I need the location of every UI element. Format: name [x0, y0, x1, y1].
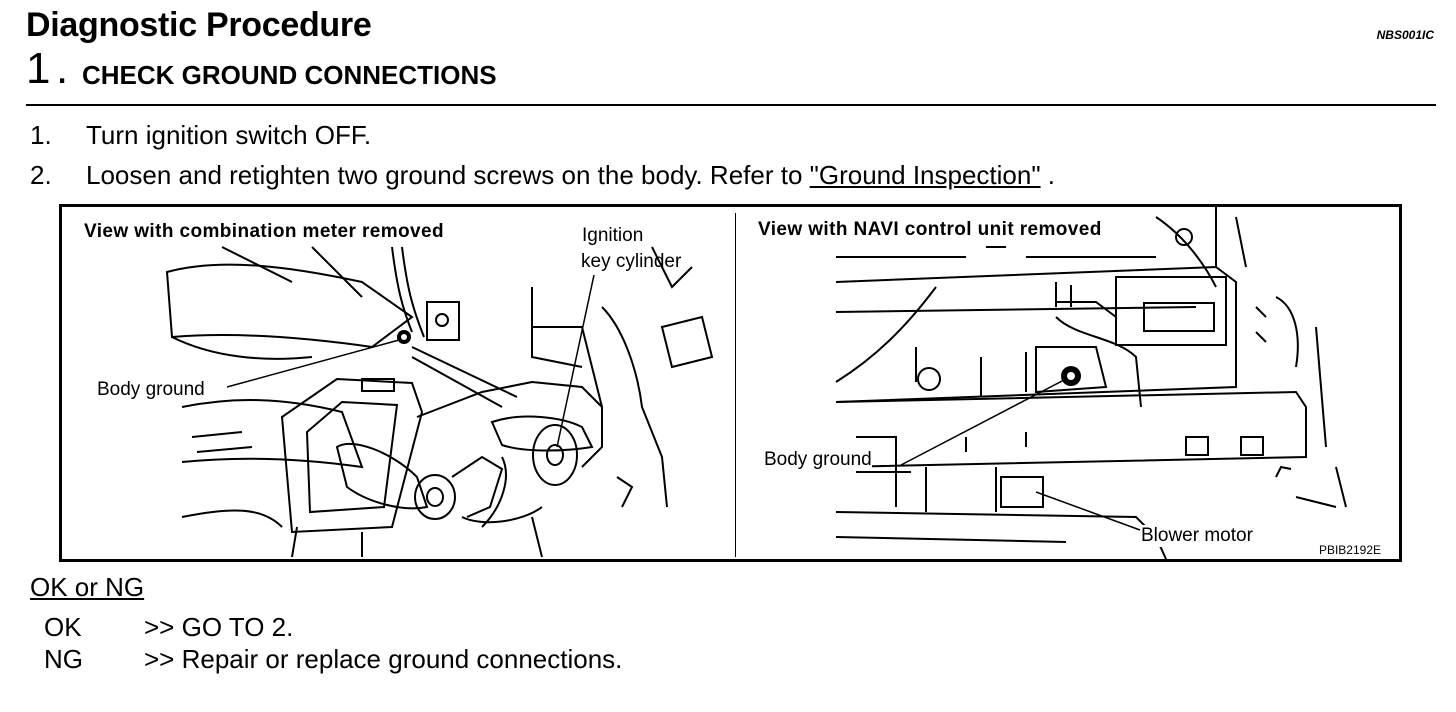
diagram-figure: View with combination meter removed Igni…	[59, 204, 1402, 562]
right-diagram-panel: View with NAVI control unit removed Body…	[736, 207, 1399, 559]
result-key: OK	[44, 612, 82, 642]
body-ground-label-left: Body ground	[97, 379, 205, 401]
result-key: NG	[44, 644, 83, 674]
left-panel-heading: View with combination meter removed	[84, 221, 444, 242]
instruction-item: 1. Turn ignition switch OFF.	[30, 120, 1330, 152]
figure-code: PBIB2192E	[1318, 543, 1381, 557]
step-title: CHECK GROUND CONNECTIONS	[82, 60, 497, 90]
blower-motor-label: Blower motor	[1141, 525, 1253, 547]
document-code: NBS001IC	[1376, 28, 1434, 42]
result-value: >> Repair or replace ground connections.	[144, 644, 623, 674]
instruction-text-after: .	[1040, 160, 1056, 190]
navi-unit-area-illustration	[835, 207, 1347, 559]
instruction-text-before: Loosen and retighten two ground screws o…	[86, 160, 810, 190]
page-title: Diagnostic Procedure	[26, 6, 372, 44]
combination-meter-area-illustration	[165, 246, 714, 558]
left-diagram-panel: View with combination meter removed Igni…	[62, 207, 734, 559]
result-row: NG >> Repair or replace ground connectio…	[44, 644, 944, 676]
step-number-dot: .	[56, 44, 69, 93]
instruction-text: Turn ignition switch OFF.	[86, 120, 372, 150]
step-number: 1	[26, 44, 51, 93]
right-panel-heading: View with NAVI control unit removed	[758, 219, 1102, 240]
ground-inspection-link[interactable]: "Ground Inspection"	[809, 160, 1041, 190]
header-divider	[26, 104, 1436, 106]
instruction-number: 1.	[30, 120, 52, 150]
instruction-item: 2. Loosen and retighten two ground screw…	[30, 160, 1330, 192]
instruction-text: Loosen and retighten two ground screws o…	[86, 160, 1055, 191]
ok-or-ng-heading: OK or NG	[30, 572, 145, 602]
ignition-label-line2: key cylinder	[581, 251, 682, 272]
ignition-label-line1: Ignition	[582, 225, 644, 246]
result-row: OK >> GO TO 2.	[44, 612, 944, 644]
instruction-number: 2.	[30, 160, 52, 190]
body-ground-label-right: Body ground	[764, 449, 872, 471]
figure-divider	[735, 213, 736, 557]
result-value: >> GO TO 2.	[144, 612, 294, 642]
